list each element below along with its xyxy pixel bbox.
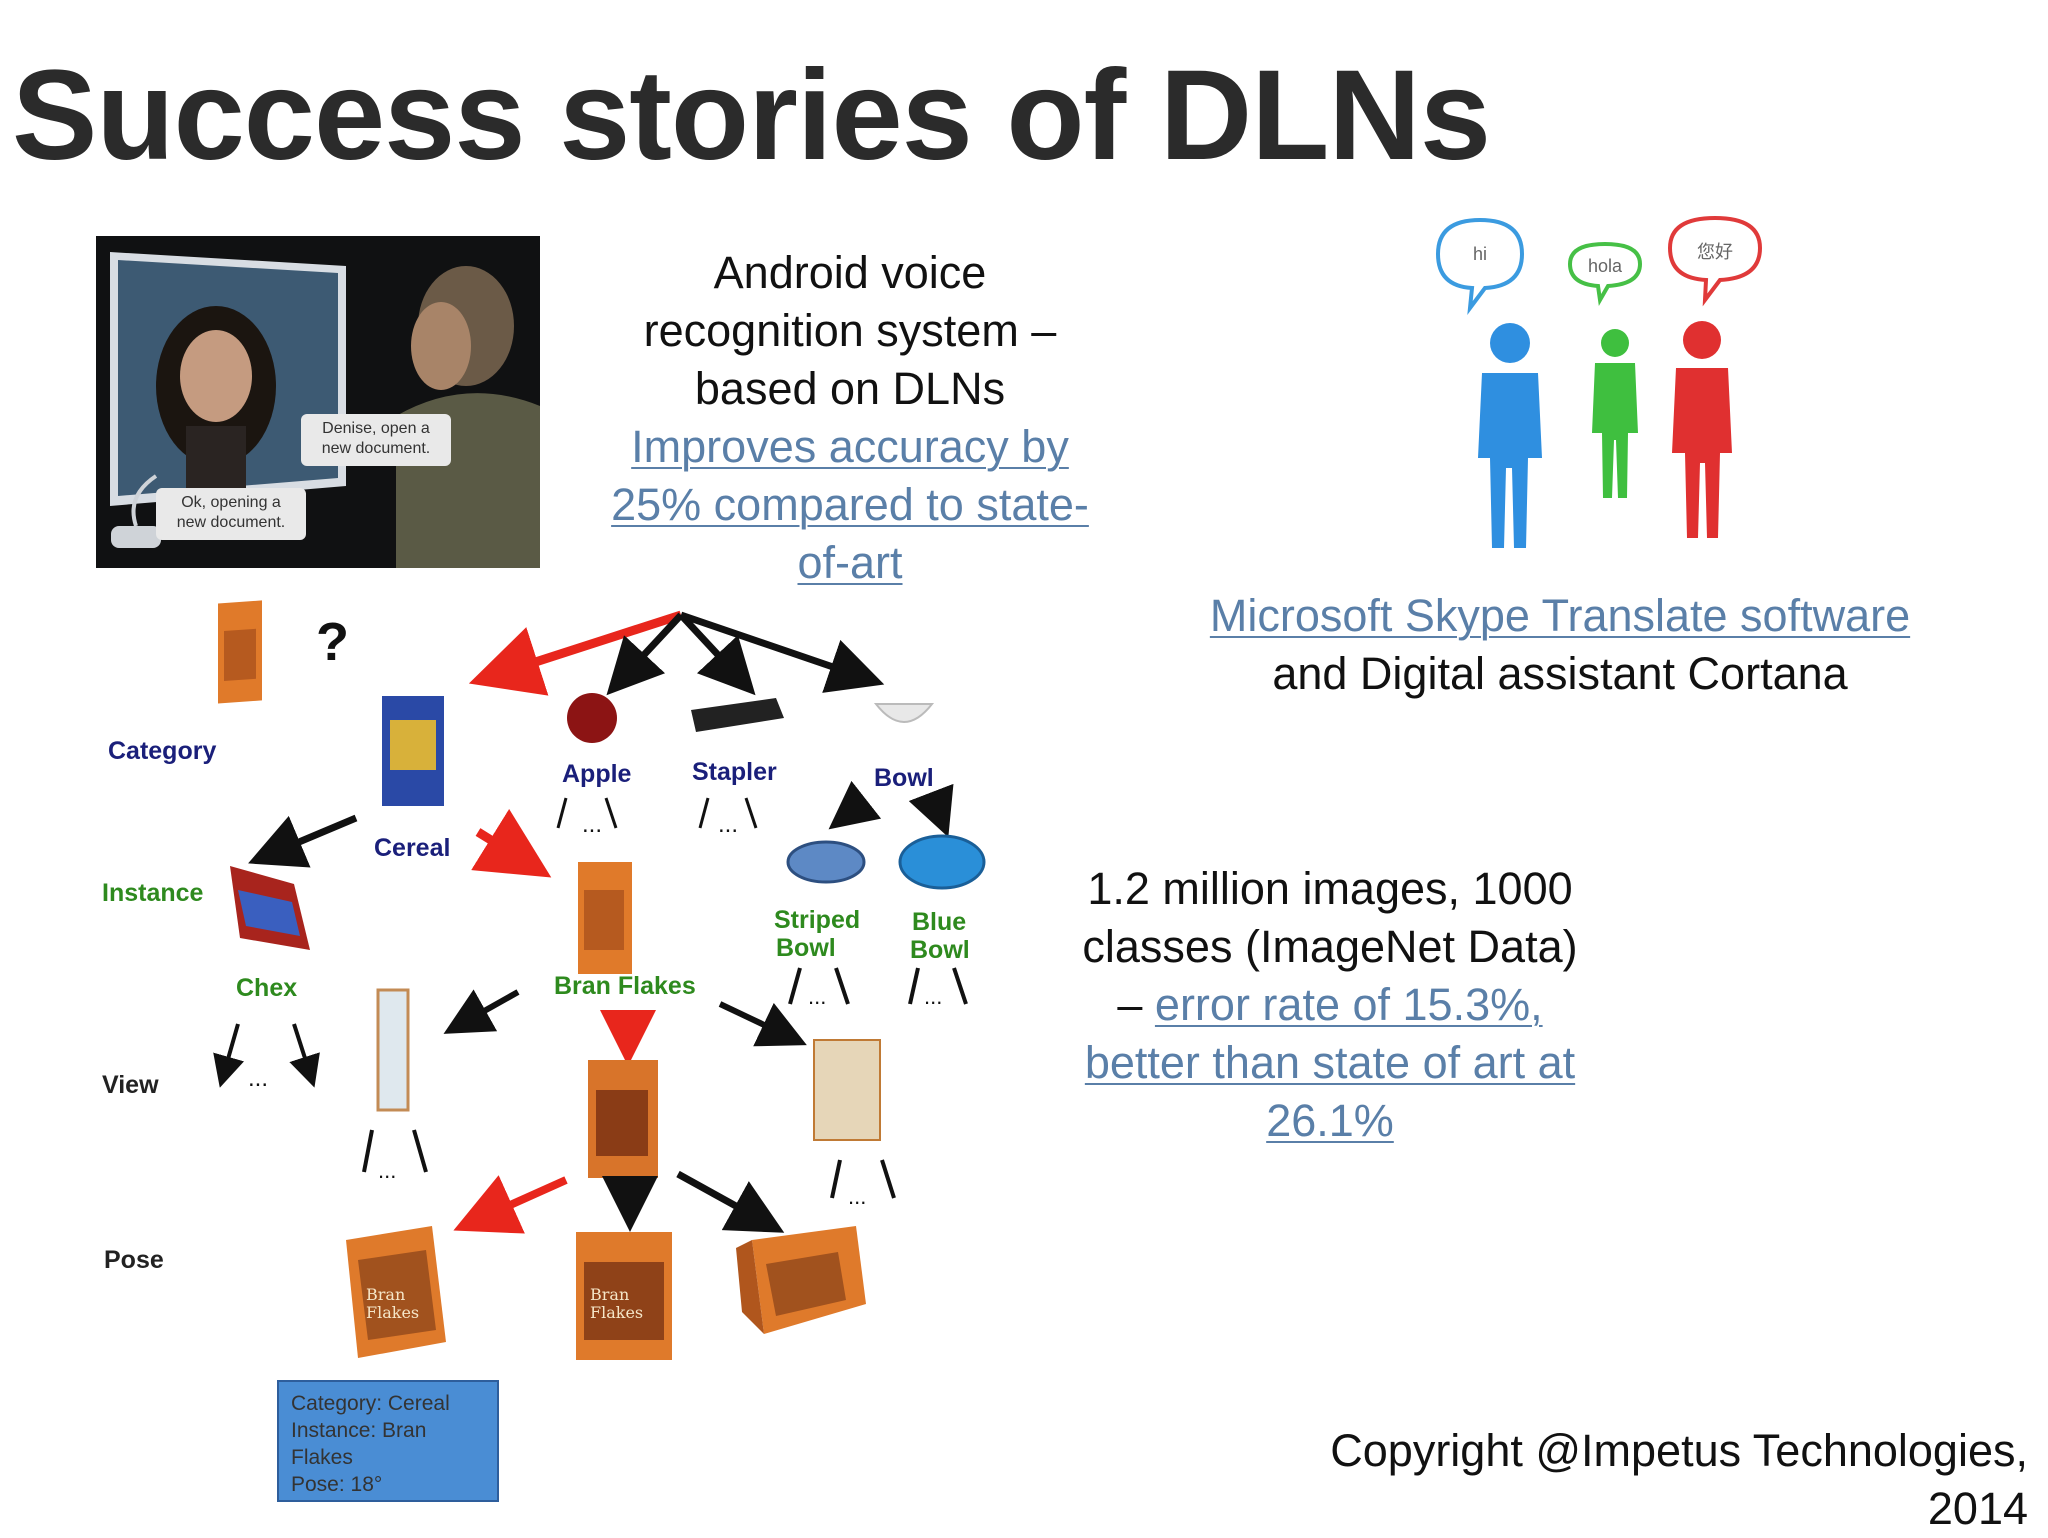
- svg-text:Flakes: Flakes: [590, 1303, 643, 1322]
- arrow-to-view-right: [718, 1001, 807, 1047]
- imagenet-error-link-1[interactable]: error rate of 15.3%,: [1154, 979, 1543, 1030]
- cereal-box-icon: [382, 696, 444, 806]
- arrow-to-pose-left: [453, 1175, 568, 1234]
- bowl-icon: [873, 703, 935, 723]
- arrow-to-chex: [248, 814, 358, 868]
- info-line-3: Flakes: [291, 1446, 353, 1469]
- bubble-user-line2: new document.: [321, 440, 431, 457]
- pose-left-box: Bran Flakes: [346, 1226, 446, 1358]
- view-back-box: [813, 1039, 881, 1141]
- level-view: View: [102, 1071, 159, 1099]
- android-accuracy-link-3[interactable]: of-art: [797, 537, 903, 588]
- instance-bran-flakes: Bran Flakes: [554, 972, 696, 1000]
- view-right-ellipsis: ...: [848, 1184, 866, 1209]
- svg-text:Flakes: Flakes: [366, 1303, 419, 1322]
- android-voice-text: Android voice recognition system – based…: [585, 244, 1115, 592]
- skype-translate-text: Microsoft Skype Translate software and D…: [1160, 587, 1960, 703]
- arrow-to-stapler: [678, 612, 756, 696]
- prediction-info-box: Category: Cereal Instance: Bran Flakes P…: [277, 1380, 499, 1502]
- copyright-line-2: 2014: [1927, 1483, 2028, 1534]
- android-accuracy-link-1[interactable]: Improves accuracy by: [631, 421, 1069, 472]
- cortana-text: and Digital assistant Cortana: [1272, 648, 1848, 699]
- category-cereal: Cereal: [374, 834, 450, 862]
- category-apple: Apple: [562, 760, 632, 788]
- instance-striped-2: Bowl: [776, 934, 836, 962]
- imagenet-line-1: 1.2 million images, 1000: [1087, 863, 1573, 914]
- info-line-1: Category: Cereal: [291, 1392, 450, 1415]
- voice-recognition-illustration: Denise, open a new document. Ok, opening…: [96, 236, 540, 568]
- copyright-text: Copyright @Impetus Technologies, 2014: [1128, 1422, 2028, 1538]
- question-mark: ?: [316, 612, 349, 672]
- arrow-to-view-left: [443, 989, 520, 1034]
- apple-icon: [567, 693, 617, 743]
- speech-bubble-reply: Ok, opening a new document.: [156, 488, 306, 540]
- skype-translate-link[interactable]: Microsoft Skype Translate software: [1209, 590, 1911, 641]
- view-side-box: [376, 988, 410, 1112]
- android-line-3: based on DLNs: [694, 363, 1006, 414]
- instance-striped-1: Striped: [774, 906, 860, 934]
- svg-text:Bran: Bran: [366, 1285, 405, 1304]
- copyright-line-1: Copyright @Impetus Technologies,: [1330, 1425, 2028, 1476]
- android-line-1: Android voice: [713, 247, 987, 298]
- striped-bowl-ellipsis: ...: [808, 984, 826, 1009]
- level-pose: Pose: [104, 1246, 164, 1274]
- apple-ellipsis: ...: [582, 811, 602, 838]
- imagenet-text: 1.2 million images, 1000 classes (ImageN…: [1050, 860, 1610, 1150]
- imagenet-error-link-2[interactable]: better than state of art at: [1084, 1037, 1576, 1088]
- bubble-reply-line1: Ok, opening a: [181, 494, 281, 511]
- blue-bowl-ellipsis: ...: [924, 984, 942, 1009]
- arrow-to-bowl: [679, 611, 885, 693]
- chex-ellipsis: ...: [248, 1065, 268, 1092]
- striped-bowl-icon: [786, 840, 866, 884]
- bubble-hi: hi: [1473, 244, 1487, 264]
- translation-people-illustration: hi hola 您好: [1430, 208, 1810, 578]
- svg-text:Bran: Bran: [590, 1285, 629, 1304]
- speech-bubble-user: Denise, open a new document.: [301, 414, 451, 466]
- category-bowl: Bowl: [874, 764, 934, 792]
- object-hierarchy-diagram: Category Instance View Pose ? Cereal App…: [96, 600, 1016, 1530]
- level-category: Category: [108, 737, 216, 765]
- imagenet-error-link-3[interactable]: 26.1%: [1266, 1095, 1394, 1146]
- query-cereal-box: [218, 600, 262, 704]
- category-stapler: Stapler: [692, 758, 777, 786]
- info-line-4: Pose: 18°: [291, 1473, 383, 1496]
- view-left-ellipsis: ...: [378, 1158, 396, 1183]
- android-accuracy-link-2[interactable]: 25% compared to state-: [611, 479, 1089, 530]
- blue-bowl-icon: [898, 834, 986, 890]
- arrow-to-bran-flakes: [471, 808, 552, 878]
- bubble-user-line1: Denise, open a: [322, 420, 430, 437]
- stapler-icon: [691, 698, 784, 732]
- instance-chex: Chex: [236, 974, 297, 1002]
- arrow-to-cereal: [468, 610, 683, 696]
- info-line-2: Instance: Bran: [291, 1419, 427, 1442]
- pose-center-box: Bran Flakes: [576, 1232, 672, 1360]
- imagenet-line-2: classes (ImageNet Data): [1082, 921, 1578, 972]
- chex-box-icon: [230, 866, 310, 950]
- pose-right-box: [736, 1226, 866, 1334]
- arrow-to-apple: [606, 612, 684, 696]
- bubble-hola: hola: [1588, 256, 1623, 276]
- arrow-to-pose-right: [676, 1170, 785, 1233]
- imagenet-dash: –: [1117, 979, 1155, 1030]
- level-instance: Instance: [102, 879, 204, 907]
- bubble-reply-line2: new document.: [176, 514, 286, 531]
- stapler-ellipsis: ...: [718, 811, 738, 838]
- view-front-box: [588, 1060, 658, 1178]
- slide-title: Success stories of DLNs: [12, 44, 1491, 187]
- android-line-2: recognition system –: [643, 305, 1057, 356]
- instance-blue-1: Blue: [912, 908, 966, 936]
- bran-flakes-box-icon: [578, 862, 632, 974]
- instance-blue-2: Bowl: [910, 936, 970, 964]
- bubble-chinese: 您好: [1697, 242, 1733, 263]
